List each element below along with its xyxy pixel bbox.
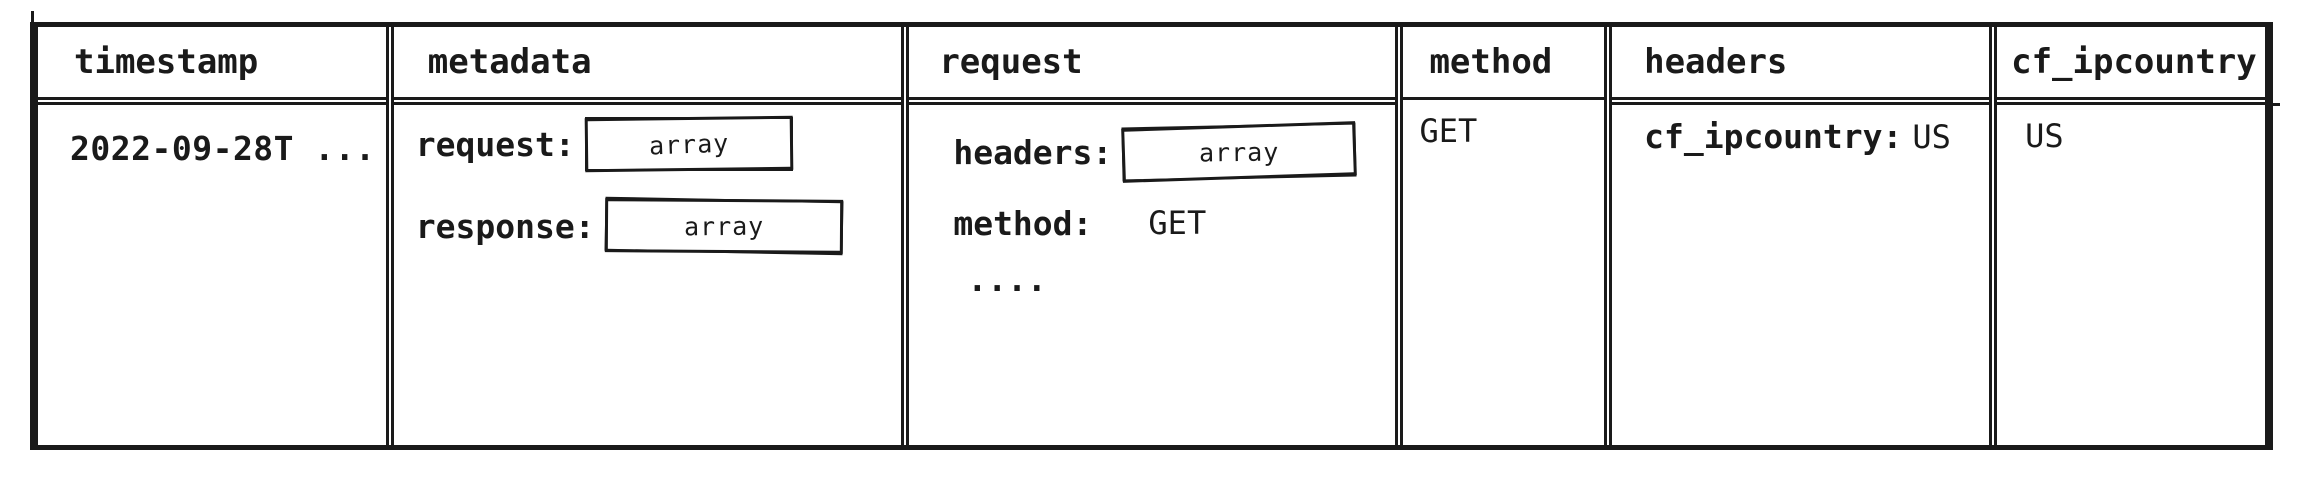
cf-ipcountry-value: US bbox=[2025, 117, 2064, 155]
column-timestamp: timestamp 2022-09-28T ... bbox=[35, 27, 389, 445]
cell-timestamp: 2022-09-28T ... bbox=[38, 102, 386, 445]
column-header-label: request bbox=[939, 42, 1083, 82]
method-value: GET bbox=[1419, 112, 1478, 150]
request-method-field: method: GET bbox=[953, 203, 1395, 243]
cell-method: GET bbox=[1403, 100, 1604, 445]
more-fields-ellipsis: .... bbox=[967, 260, 1047, 299]
column-header-metadata: metadata bbox=[393, 27, 902, 100]
request-headers-field: headers: array bbox=[953, 121, 1395, 183]
array-chip: array bbox=[584, 115, 794, 173]
headers-value: US bbox=[1912, 118, 1951, 156]
column-header-label: timestamp bbox=[74, 42, 259, 82]
field-label: request: bbox=[415, 124, 575, 164]
column-request: request headers: array method: GET .... bbox=[906, 27, 1399, 445]
metadata-response-field: response: array bbox=[416, 197, 902, 255]
array-chip: array bbox=[604, 198, 843, 254]
cell-cf-ipcountry: US bbox=[1997, 102, 2265, 445]
field-label: headers: bbox=[953, 132, 1113, 172]
column-header-label: cf_ipcountry bbox=[2011, 42, 2257, 82]
array-chip-label: array bbox=[648, 128, 730, 160]
column-header-method: method bbox=[1403, 27, 1605, 100]
column-header-label: headers bbox=[1644, 42, 1788, 82]
field-label: response: bbox=[415, 206, 595, 246]
cell-request: headers: array method: GET .... bbox=[909, 102, 1396, 445]
column-method: method GET bbox=[1400, 27, 1608, 445]
column-header-cf-ipcountry: cf_ipcountry bbox=[1997, 27, 2265, 100]
column-headers: headers cf_ipcountry:US bbox=[1609, 27, 1993, 445]
column-header-headers: headers bbox=[1612, 27, 1990, 100]
column-header-timestamp: timestamp bbox=[38, 27, 386, 100]
array-chip: array bbox=[1121, 121, 1358, 183]
headers-key: cf_ipcountry: bbox=[1644, 117, 1903, 156]
column-cf-ipcountry: cf_ipcountry US bbox=[1994, 27, 2268, 445]
field-label: method: bbox=[953, 203, 1093, 243]
column-header-request: request bbox=[909, 27, 1396, 100]
metadata-request-field: request: array bbox=[416, 115, 902, 173]
column-header-label: metadata bbox=[427, 42, 592, 82]
cell-headers: cf_ipcountry:US bbox=[1612, 102, 1990, 445]
table: timestamp 2022-09-28T ... metadata reque… bbox=[30, 11, 2280, 450]
cell-metadata: request: array response: array bbox=[393, 102, 902, 445]
column-header-label: method bbox=[1429, 42, 1553, 82]
array-chip-label: array bbox=[1198, 137, 1280, 167]
column-metadata: metadata request: array response: array bbox=[390, 27, 905, 445]
field-value: GET bbox=[1148, 204, 1207, 242]
array-chip-label: array bbox=[683, 211, 764, 241]
timestamp-value: 2022-09-28T ... bbox=[70, 129, 376, 168]
